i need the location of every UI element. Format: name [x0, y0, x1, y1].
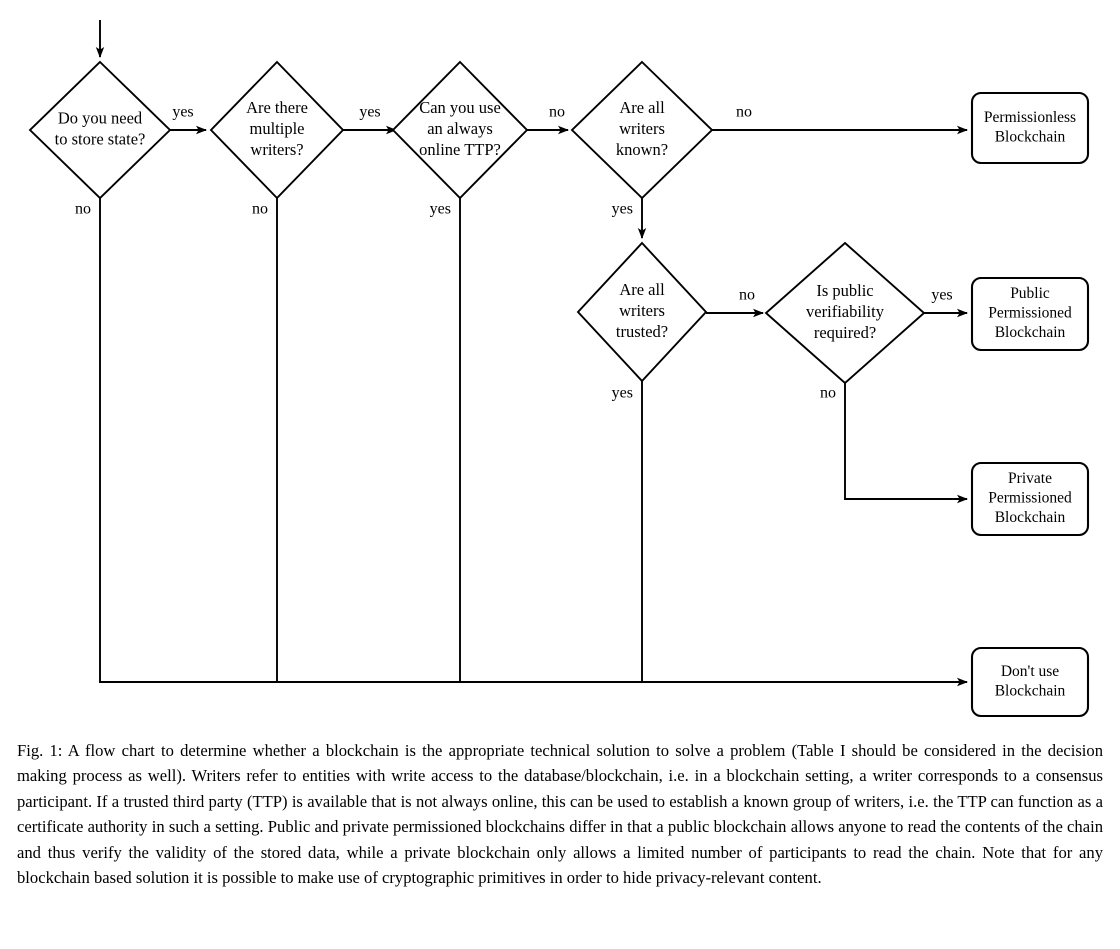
decision-store-state[interactable]: Do you need to store state?	[28, 60, 172, 200]
outcome-dont-use-blockchain-text-line: Don't use	[1001, 663, 1059, 680]
edge-label-writers-known-no: no	[736, 104, 752, 121]
outcome-permissionless-blockchain-text-line: Blockchain	[995, 128, 1066, 145]
figure-caption: Fig. 1: A flow chart to determine whethe…	[17, 738, 1103, 890]
decision-writers-known-text-line: known?	[616, 140, 668, 159]
figure-caption-text: Fig. 1: A flow chart to determine whethe…	[17, 741, 1103, 888]
decision-public-verifiability-text-line: required?	[814, 323, 876, 342]
edge-label-multiple-writers-yes: yes	[359, 104, 380, 121]
edge-label-multiple-writers-no: no	[252, 201, 268, 218]
edge-store-state-no	[99, 198, 968, 687]
decision-always-online-ttp[interactable]: Can you use an always online TTP?	[391, 60, 529, 200]
decision-writers-known-text-line: Are all	[619, 98, 665, 117]
decision-multiple-writers-text-line: writers?	[250, 140, 303, 159]
decision-shape	[570, 60, 714, 200]
decision-shape	[576, 241, 708, 383]
decision-multiple-writers-text-line: Are there	[246, 98, 308, 117]
decision-writers-trusted-text-line: Are all	[619, 280, 665, 299]
outcome-private-permissioned-blockchain-text-line: Permissioned	[988, 490, 1072, 507]
decision-public-verifiability[interactable]: Is public verifiability required?	[764, 241, 926, 385]
decision-writers-known-text-line: writers	[619, 119, 665, 138]
outcome-box	[970, 276, 1090, 352]
edge-label-always-online-ttp-no: no	[549, 104, 565, 121]
edge-labels-layer: yes no yes no no yes no yes no yes yes no	[75, 104, 953, 402]
decision-shape	[764, 241, 926, 385]
outcome-box	[970, 461, 1090, 537]
nodes-layer: Do you need to store state? Are there multi…	[28, 60, 1090, 718]
flowchart-diagram: Do you need to store state? Are there multi…	[28, 20, 1090, 718]
outcome-box	[970, 646, 1090, 718]
edge-label-store-state-yes: yes	[172, 104, 193, 121]
decision-multiple-writers[interactable]: Are there multiple writers?	[209, 60, 345, 200]
decision-writers-trusted[interactable]: Are all writers trusted?	[576, 241, 708, 383]
decision-writers-trusted-text-line: writers	[619, 301, 665, 320]
edge-label-store-state-no: no	[75, 201, 91, 218]
decision-store-state-text-line: Do you need	[58, 108, 143, 127]
decision-always-online-ttp-text-line: online TTP?	[419, 140, 501, 159]
edge-public-verifiability-no	[844, 382, 968, 504]
decision-public-verifiability-text-line: Is public	[816, 281, 873, 300]
decision-store-state-text-line: to store state?	[55, 129, 146, 148]
decision-multiple-writers-text-line: multiple	[250, 119, 305, 138]
decision-always-online-ttp-text-line: Can you use	[419, 98, 501, 117]
decision-writers-known[interactable]: Are all writers known?	[570, 60, 714, 200]
edge-label-writers-trusted-yes: yes	[612, 385, 633, 402]
decision-shape	[209, 60, 345, 200]
decision-public-verifiability-text-line: verifiability	[806, 302, 885, 321]
outcome-box	[970, 91, 1090, 165]
outcome-public-permissioned-blockchain-text-line: Public	[1010, 285, 1050, 302]
edge-label-public-verifiability-yes: yes	[931, 287, 952, 304]
outcome-public-permissioned-blockchain-text-line: Permissioned	[988, 305, 1072, 322]
decision-shape	[28, 60, 172, 200]
outcome-dont-use-blockchain-text-line: Blockchain	[995, 682, 1066, 699]
edge-label-always-online-ttp-yes: yes	[430, 201, 451, 218]
outcome-public-permissioned-blockchain-text-line: Blockchain	[995, 324, 1066, 341]
edge-label-writers-trusted-no: no	[739, 287, 755, 304]
decision-always-online-ttp-text-line: an always	[427, 119, 493, 138]
edges-layer	[95, 20, 968, 687]
edge-label-public-verifiability-no: no	[820, 385, 836, 402]
decision-shape	[391, 60, 529, 200]
edge-label-writers-known-yes: yes	[612, 201, 633, 218]
outcome-private-permissioned-blockchain-text-line: Private	[1008, 470, 1052, 487]
outcome-private-permissioned-blockchain-text-line: Blockchain	[995, 509, 1066, 526]
decision-writers-trusted-text-line: trusted?	[616, 322, 668, 341]
outcome-permissionless-blockchain-text-line: Permissionless	[984, 109, 1076, 126]
